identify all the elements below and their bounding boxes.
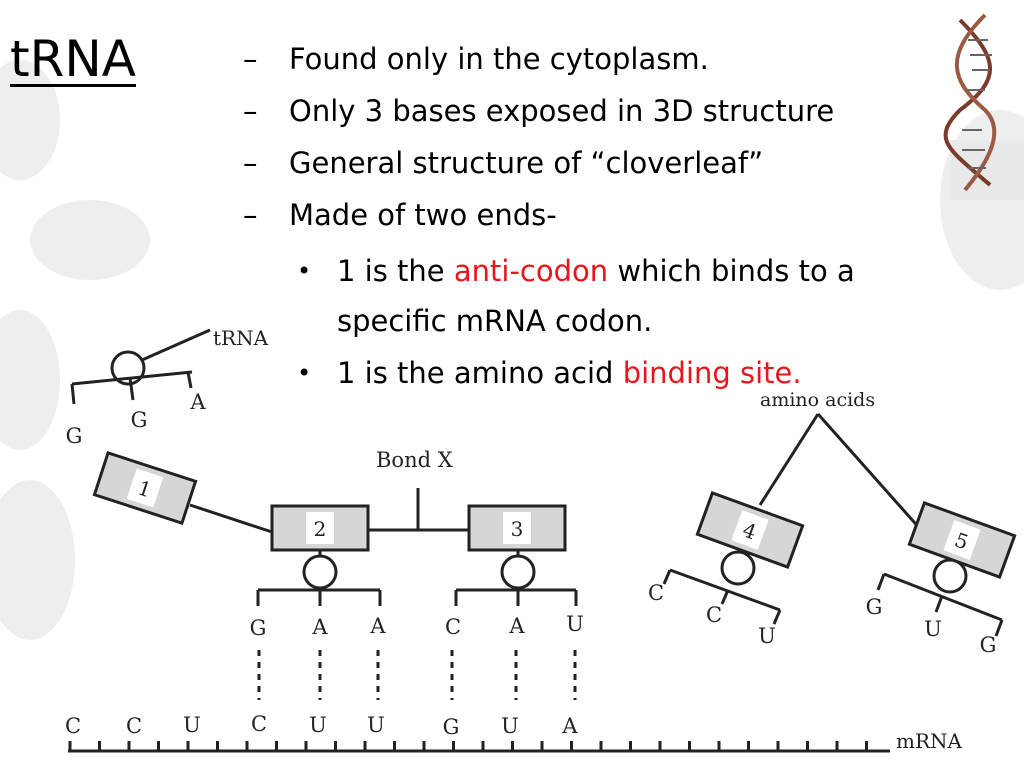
trna-box-1: 1 [92, 450, 198, 526]
anticodon-base: A [508, 614, 525, 638]
bullet-mark: • [297, 257, 312, 285]
trna-diagram: 1 2 3 4 5 tRNA amino acids Bond X mRNA G… [65, 326, 1017, 753]
mrna-base: A [561, 714, 578, 738]
mrna-base: G [443, 715, 460, 739]
anticodon-base: A [369, 614, 386, 638]
anticodon-base: G [66, 424, 83, 448]
mrna-base: U [501, 714, 519, 738]
dash-point-4: – Made of two ends- [243, 190, 557, 240]
dash-mark: – [243, 146, 258, 180]
trna-box-2: 2 [270, 504, 370, 552]
bond-x-label: Bond X [376, 448, 453, 472]
mrna-base: U [309, 713, 327, 737]
box-number: 2 [314, 517, 327, 541]
sub-bullet-1: • 1 is the anti-codon which binds to a s… [297, 246, 855, 346]
mrna-base: C [65, 714, 81, 738]
anticodon-base: G [866, 595, 883, 619]
amino-acids-label: amino acids [760, 389, 875, 411]
box-number: 3 [511, 517, 524, 541]
dash-point-text: Found only in the cytoplasm. [289, 42, 709, 76]
sub-bullet-text-line2: specific mRNA codon. [337, 304, 653, 338]
dash-mark: – [243, 94, 258, 128]
trna-box-5: 5 [907, 500, 1017, 580]
trna-box-4: 4 [695, 490, 805, 570]
sub-bullet-2: • 1 is the amino acid binding site. [297, 348, 802, 398]
sub-bullet-text: 1 is the [337, 254, 454, 288]
dash-point-text: Made of two ends- [289, 198, 557, 232]
dash-point-text: Only 3 bases exposed in 3D structure [289, 94, 835, 128]
anti-codon-highlight: anti-codon [453, 254, 609, 288]
dna-helix-icon [943, 13, 997, 192]
anticodon-base: C [445, 615, 461, 639]
slide-title: tRNA [10, 30, 136, 88]
binding-site-highlight: binding site. [622, 356, 802, 390]
anticodon-base: U [924, 617, 942, 641]
mrna-base: C [126, 714, 142, 738]
anticodon-base: U [758, 624, 776, 648]
trna-box-3: 3 [467, 504, 567, 552]
trna-label: tRNA [213, 326, 269, 350]
dash-mark: – [243, 198, 258, 232]
dash-point-2: – Only 3 bases exposed in 3D structure [243, 86, 835, 136]
mrna-base: C [251, 712, 267, 736]
anticodon-base: A [189, 390, 206, 414]
anticodon-base: G [250, 616, 267, 640]
anticodon-base: U [566, 612, 584, 636]
dash-mark: – [243, 42, 258, 76]
bullet-mark: • [297, 359, 312, 387]
anticodon-base: G [980, 633, 997, 657]
sub-bullet-text: which binds to a [608, 254, 855, 288]
sub-bullet-text: 1 is the amino acid [337, 356, 623, 390]
mrna-base: U [183, 713, 201, 737]
anticodon-base: C [648, 581, 664, 605]
mrna-base: U [367, 713, 385, 737]
mrna-label: mRNA [896, 729, 963, 753]
dash-point-1: – Found only in the cytoplasm. [243, 34, 709, 84]
dash-point-3: – General structure of “cloverleaf” [243, 138, 764, 188]
dash-point-text: General structure of “cloverleaf” [289, 146, 764, 180]
anticodon-base: G [131, 408, 148, 432]
anticodon-base: A [311, 615, 328, 639]
anticodon-base: C [706, 603, 722, 627]
